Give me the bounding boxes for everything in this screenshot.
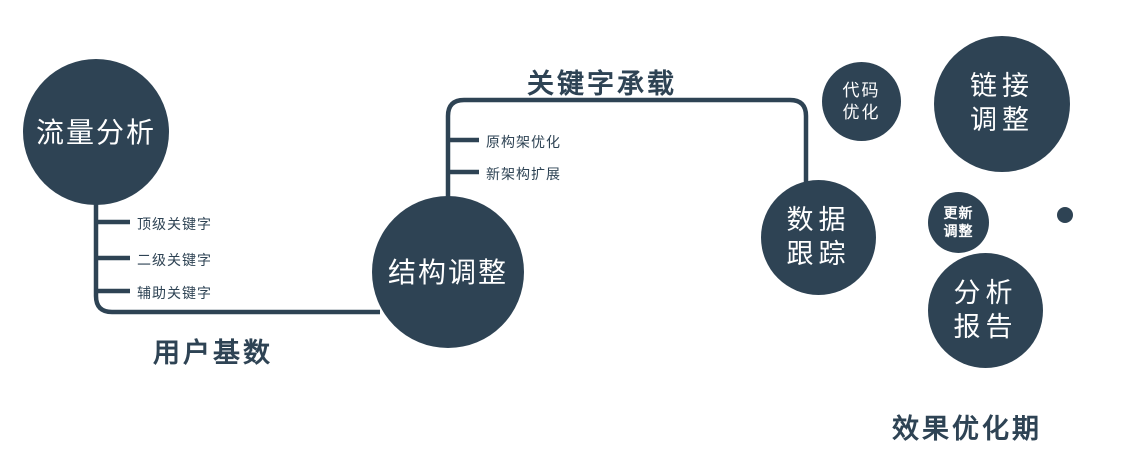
- node-data-tracking-line2: 跟踪: [786, 238, 851, 269]
- node-code-optimize: 代码 优化: [822, 62, 901, 141]
- node-update-adjust: 更新 调整: [928, 192, 989, 253]
- node-link-adjust: 链接 调整: [934, 36, 1070, 172]
- node-update-adjust-line2: 调整: [943, 222, 974, 239]
- node-traffic-analysis: 流量分析: [23, 59, 169, 205]
- edge-label-user-base: 用户基数: [153, 338, 273, 368]
- branch-label-secondary-keyword: 二级关键字: [137, 252, 212, 268]
- node-analysis-report: 分析 报告: [928, 253, 1043, 368]
- edge-label-keyword-carry: 关键字承载: [527, 69, 677, 99]
- branch-label-top-keyword: 顶级关键字: [137, 216, 212, 232]
- node-traffic-analysis-label: 流量分析: [35, 116, 156, 148]
- node-update-adjust-line1: 更新: [943, 205, 974, 221]
- branch-label-arch-expand: 新架构扩展: [486, 166, 561, 182]
- node-structure-adjust-label: 结构调整: [387, 256, 508, 288]
- edge-traffic-to-structure: [93, 192, 380, 315]
- branch-label-auxiliary-keyword: 辅助关键字: [137, 285, 212, 301]
- node-small-dot: [1057, 207, 1073, 223]
- node-structure-adjust: 结构调整: [372, 196, 524, 348]
- edge-structure-to-tracking: [445, 97, 809, 202]
- node-analysis-report-line1: 分析: [953, 277, 1018, 308]
- node-link-adjust-line2: 调整: [970, 105, 1034, 135]
- node-data-tracking-line1: 数据: [786, 204, 851, 235]
- node-link-adjust-line1: 链接: [970, 71, 1034, 102]
- node-analysis-report-line2: 报告: [953, 311, 1018, 342]
- branch-label-arch-optimize: 原构架优化: [486, 134, 561, 150]
- node-code-optimize-line1: 代码: [842, 81, 881, 101]
- node-code-optimize-line2: 优化: [842, 102, 881, 122]
- node-data-tracking: 数据 跟踪: [761, 180, 876, 295]
- footer-label-effect-optimization: 效果优化期: [892, 414, 1042, 444]
